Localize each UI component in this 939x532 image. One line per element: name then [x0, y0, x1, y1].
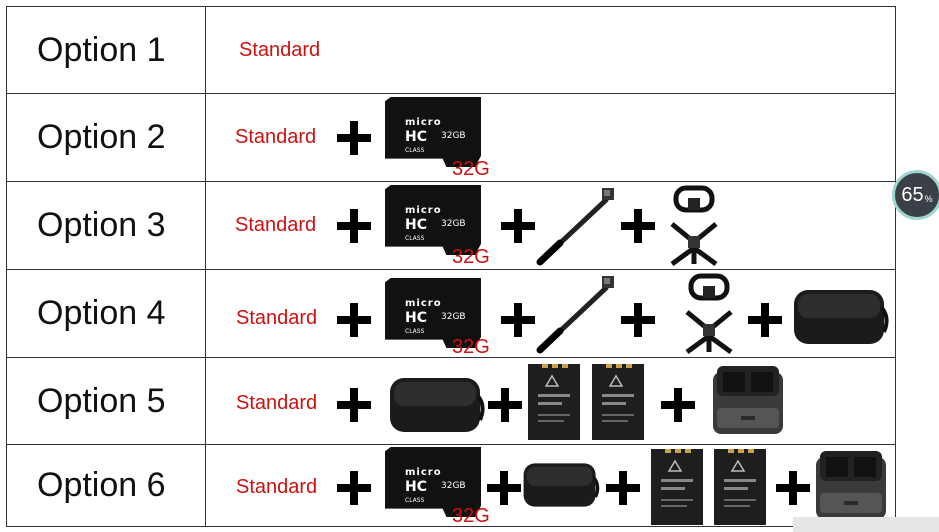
option-contents: Standard: [206, 358, 895, 444]
option-contents: Standard: [206, 7, 895, 93]
plus-icon: [337, 471, 371, 505]
standard-label: Standard: [236, 476, 318, 498]
option-contents: Standard micro HC CLASS 32GB 32G: [206, 182, 895, 269]
micro-sd-card-icon: micro HC CLASS 32GB: [385, 185, 481, 255]
option-label: Option 3: [7, 182, 206, 269]
selfie-stick-icon: [536, 276, 614, 354]
plus-icon: [337, 303, 371, 337]
plus-icon: [606, 471, 640, 505]
progress-unit: %: [924, 194, 933, 204]
option-row-3: Option 3 Standard micro HC CLASS 32GB 32…: [7, 182, 895, 270]
plus-icon: [776, 471, 810, 505]
bottom-bar: [793, 517, 939, 532]
progress-badge[interactable]: 65 %: [892, 170, 939, 220]
plus-icon: [621, 209, 655, 243]
progress-value: 65: [901, 183, 924, 206]
chest-harness-icon: [670, 185, 718, 267]
plus-icon: [487, 471, 521, 505]
option-label: Option 1: [7, 7, 206, 93]
option-label: Option 4: [7, 270, 206, 357]
plus-icon: [337, 388, 371, 422]
plus-icon: [501, 303, 535, 337]
option-contents: Standard micro HC CLASS 32GB 32G: [206, 94, 895, 181]
plus-icon: [337, 209, 371, 243]
standard-label: Standard: [239, 39, 321, 61]
option-label: Option 2: [7, 94, 206, 181]
option-row-2: Option 2 Standard micro HC CLASS 32GB 32…: [7, 94, 895, 182]
option-label: Option 6: [7, 445, 206, 526]
option-contents: Standard micro HC CLASS 32GB 32G: [206, 445, 895, 527]
micro-sd-card-icon: micro HC CLASS 32GB: [385, 97, 481, 167]
plus-icon: [661, 388, 695, 422]
sd-capacity-caption: 32G: [452, 505, 490, 527]
option-label: Option 5: [7, 358, 206, 444]
standard-label: Standard: [235, 214, 317, 236]
option-contents: Standard micro HC CLASS 32GB 32G: [206, 270, 895, 358]
carrying-case-icon: [388, 372, 488, 438]
standard-label: Standard: [235, 126, 317, 148]
option-row-5: Option 5 Standard: [7, 358, 895, 445]
chest-harness-icon: [685, 273, 733, 355]
battery-icon: [592, 364, 644, 440]
battery-icon: [528, 364, 580, 440]
carrying-case-icon: [792, 284, 892, 350]
carrying-case-icon: [522, 457, 602, 513]
sd-capacity-caption: 32G: [452, 246, 490, 268]
plus-icon: [748, 303, 782, 337]
option-row-1: Option 1 Standard: [7, 7, 895, 94]
standard-label: Standard: [236, 307, 318, 329]
micro-sd-card-icon: micro HC CLASS 32GB: [385, 447, 481, 517]
sd-capacity-caption: 32G: [452, 158, 490, 180]
option-row-4: Option 4 Standard micro HC CLASS 32GB 32…: [7, 270, 895, 358]
dual-battery-charger-icon: [814, 449, 888, 526]
standard-label: Standard: [236, 392, 318, 414]
options-table: Option 1 Standard Option 2 Standard micr…: [6, 6, 896, 527]
battery-icon: [651, 449, 703, 525]
plus-icon: [621, 303, 655, 337]
dual-battery-charger-icon: [711, 364, 785, 441]
plus-icon: [337, 121, 371, 155]
plus-icon: [501, 209, 535, 243]
option-row-6: Option 6 Standard micro HC CLASS 32GB 32…: [7, 445, 895, 527]
battery-icon: [714, 449, 766, 525]
plus-icon: [488, 388, 522, 422]
selfie-stick-icon: [536, 188, 614, 266]
micro-sd-card-icon: micro HC CLASS 32GB: [385, 278, 481, 348]
sd-capacity-caption: 32G: [452, 336, 490, 358]
